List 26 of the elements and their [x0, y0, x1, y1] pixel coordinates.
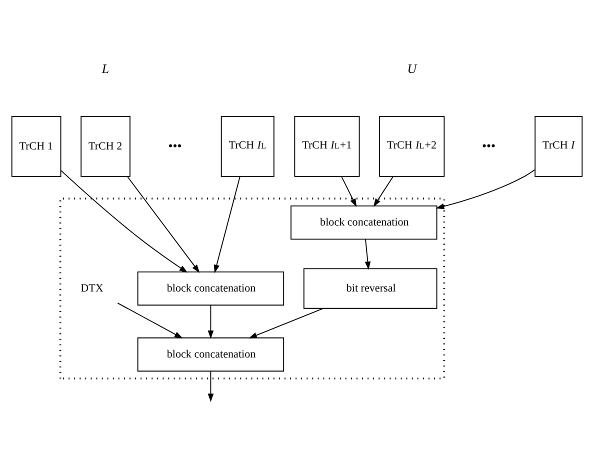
- node-box: TrCH IL+2: [379, 116, 445, 177]
- arrow: [436, 169, 536, 210]
- node-box: block concatenation: [290, 205, 438, 240]
- label: U: [407, 60, 417, 76]
- node-box: TrCH IL+1: [294, 116, 360, 177]
- node-text: DTX: [80, 282, 104, 294]
- node-box: bit reversal: [303, 268, 438, 309]
- node-box: TrCH 2: [80, 116, 130, 177]
- node-box: TrCH IL: [220, 116, 274, 177]
- arrow: [214, 176, 240, 274]
- arrow: [373, 176, 394, 207]
- label: •••: [482, 138, 496, 153]
- node-box: block concatenation: [137, 271, 284, 306]
- arrow: [208, 304, 214, 339]
- arrow: [60, 170, 188, 273]
- arrow: [117, 302, 183, 338]
- label: L: [102, 60, 110, 76]
- node-box: block concatenation: [137, 337, 284, 372]
- node-box: TrCH 1: [11, 116, 62, 177]
- arrow: [341, 176, 357, 207]
- arrow: [208, 370, 214, 402]
- arrow: [248, 308, 324, 338]
- arrow: [364, 238, 371, 270]
- label: •••: [168, 138, 182, 153]
- node-box: TrCH I: [534, 116, 583, 177]
- arrow: [127, 176, 200, 273]
